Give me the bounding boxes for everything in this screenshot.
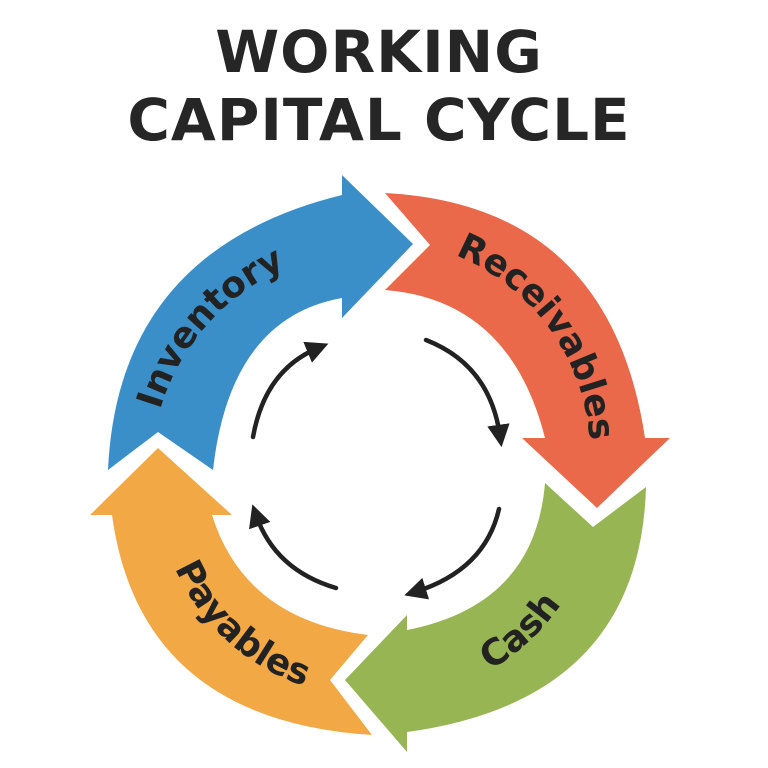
title-line-1: WORKING (215, 18, 543, 86)
inner-arrow-bottom-right-icon (404, 506, 502, 600)
cash-arrow-shape (345, 483, 646, 752)
receivables-arrow-shape (385, 193, 670, 508)
inner-arrow-top-left-icon (250, 341, 329, 440)
inventory-arrow-shape (108, 175, 413, 470)
payables-arrow-shape (90, 448, 372, 735)
title-line-2: CAPITAL CYCLE (127, 86, 631, 154)
inner-arrow-top-right-icon (423, 337, 510, 448)
stage-payables-arrow: Payables (90, 448, 372, 735)
stage-inventory-arrow: Inventory (108, 175, 413, 470)
diagram-title: WORKING CAPITAL CYCLE (0, 18, 768, 154)
inner-arrow-bottom-left-icon (249, 504, 339, 591)
stage-cash-arrow: Cash (345, 483, 646, 752)
stage-receivables-arrow: Receivables (385, 193, 670, 508)
inner-cycle-arrows (249, 337, 510, 600)
